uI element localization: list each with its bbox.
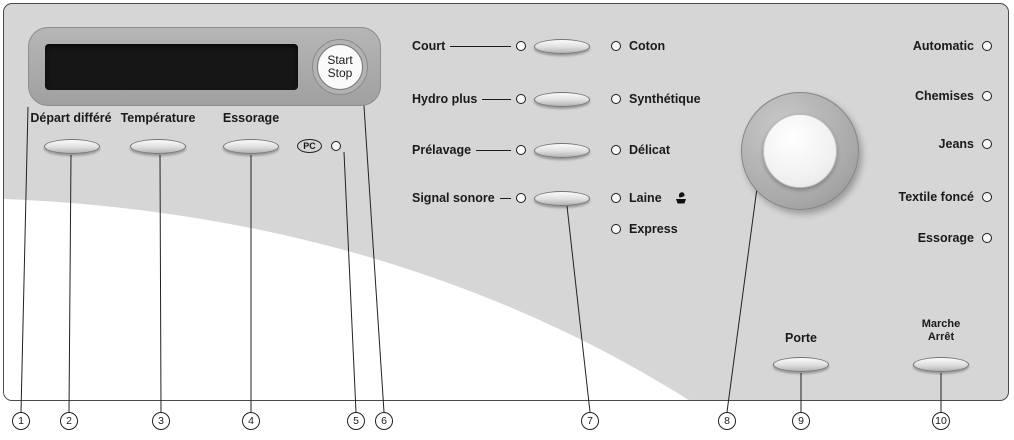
hydro-plus-button[interactable] xyxy=(534,91,590,107)
arret-label: Arrêt xyxy=(927,330,955,343)
automatic-led xyxy=(982,41,992,51)
prelavage-button[interactable] xyxy=(534,142,590,158)
laine-label: Laine xyxy=(629,191,662,205)
callout-10: 10 xyxy=(932,412,950,430)
callout-8: 8 xyxy=(718,412,736,430)
court-led xyxy=(516,41,526,51)
display-screen xyxy=(45,44,298,90)
option-row-court: Court xyxy=(412,36,590,56)
essorage-program-label: Essorage xyxy=(917,231,974,245)
option-row-prelavage: Prélavage xyxy=(412,140,590,160)
prelavage-led xyxy=(516,145,526,155)
hydro-plus-led xyxy=(516,94,526,104)
synthetique-led xyxy=(611,94,621,104)
start-label: Start xyxy=(327,53,353,68)
court-button[interactable] xyxy=(534,38,590,54)
start-stop-button[interactable]: Start Stop xyxy=(312,39,368,95)
chemises-label: Chemises xyxy=(914,89,974,103)
marche-arret-label: Marche Arrêt xyxy=(922,318,961,344)
program-selector-knob[interactable] xyxy=(741,92,859,210)
signal-sonore-led xyxy=(516,193,526,203)
delicat-led xyxy=(611,145,621,155)
depart-differe-button[interactable] xyxy=(44,139,100,154)
porte-button[interactable] xyxy=(773,357,829,372)
start-stop-face[interactable]: Start Stop xyxy=(317,44,363,90)
program-row-coton: Coton xyxy=(611,36,665,56)
depart-differe-label: Départ différé xyxy=(30,111,112,125)
program-row-chemises: Chemises xyxy=(820,86,992,106)
callout-7: 7 xyxy=(581,412,599,430)
handwash-icon xyxy=(675,191,686,203)
essorage-label: Essorage xyxy=(222,111,280,125)
textile-fonce-label: Textile foncé xyxy=(898,190,974,204)
display-housing: Start Stop xyxy=(28,27,381,106)
automatic-label: Automatic xyxy=(912,39,974,53)
callout-3: 3 xyxy=(152,412,170,430)
court-label: Court xyxy=(412,39,446,53)
prelavage-label: Prélavage xyxy=(412,143,472,157)
panel-curve xyxy=(4,199,689,400)
program-row-delicat: Délicat xyxy=(611,140,670,160)
program-row-jeans: Jeans xyxy=(820,134,992,154)
program-row-laine: Laine xyxy=(611,188,688,208)
laine-led xyxy=(611,193,621,203)
pc-indicator: PC xyxy=(297,139,341,153)
callout-1: 1 xyxy=(12,412,30,430)
connector-line xyxy=(476,149,511,151)
pc-symbol: PC xyxy=(297,139,322,153)
express-label: Express xyxy=(629,222,678,236)
hydro-plus-label: Hydro plus xyxy=(412,92,478,106)
stop-label: Stop xyxy=(327,66,353,80)
textile-fonce-led xyxy=(982,192,992,202)
pc-led xyxy=(331,141,341,151)
essorage-program-led xyxy=(982,233,992,243)
program-row-textile-fonce: Textile foncé xyxy=(820,187,992,207)
temperature-label: Température xyxy=(120,111,196,125)
program-row-automatic: Automatic xyxy=(820,36,992,56)
marche-label: Marche xyxy=(921,318,961,330)
program-row-essorage: Essorage xyxy=(820,228,992,248)
callout-4: 4 xyxy=(242,412,260,430)
program-row-synthetique: Synthétique xyxy=(611,89,701,109)
connector-line xyxy=(482,98,511,100)
option-row-hydro-plus: Hydro plus xyxy=(412,89,590,109)
callout-5: 5 xyxy=(347,412,365,430)
express-led xyxy=(611,224,621,234)
porte-label: Porte xyxy=(785,331,817,345)
synthetique-label: Synthétique xyxy=(629,92,701,106)
marche-arret-button[interactable] xyxy=(913,357,969,372)
coton-label: Coton xyxy=(629,39,666,53)
signal-sonore-button[interactable] xyxy=(534,190,590,206)
coton-led xyxy=(611,41,621,51)
chemises-led xyxy=(982,91,992,101)
callout-6: 6 xyxy=(375,412,393,430)
jeans-label: Jeans xyxy=(938,137,974,151)
connector-line xyxy=(450,45,511,47)
callout-2: 2 xyxy=(60,412,78,430)
program-row-express: Express xyxy=(611,219,678,239)
essorage-button[interactable] xyxy=(223,139,279,154)
connector-line xyxy=(499,197,511,199)
callout-9: 9 xyxy=(792,412,810,430)
jeans-led xyxy=(982,139,992,149)
knob-face[interactable] xyxy=(763,114,837,188)
option-row-signal-sonore: Signal sonore xyxy=(412,188,590,208)
panel-background xyxy=(3,3,1009,401)
delicat-label: Délicat xyxy=(629,143,670,157)
signal-sonore-label: Signal sonore xyxy=(412,191,495,205)
temperature-button[interactable] xyxy=(130,139,186,154)
